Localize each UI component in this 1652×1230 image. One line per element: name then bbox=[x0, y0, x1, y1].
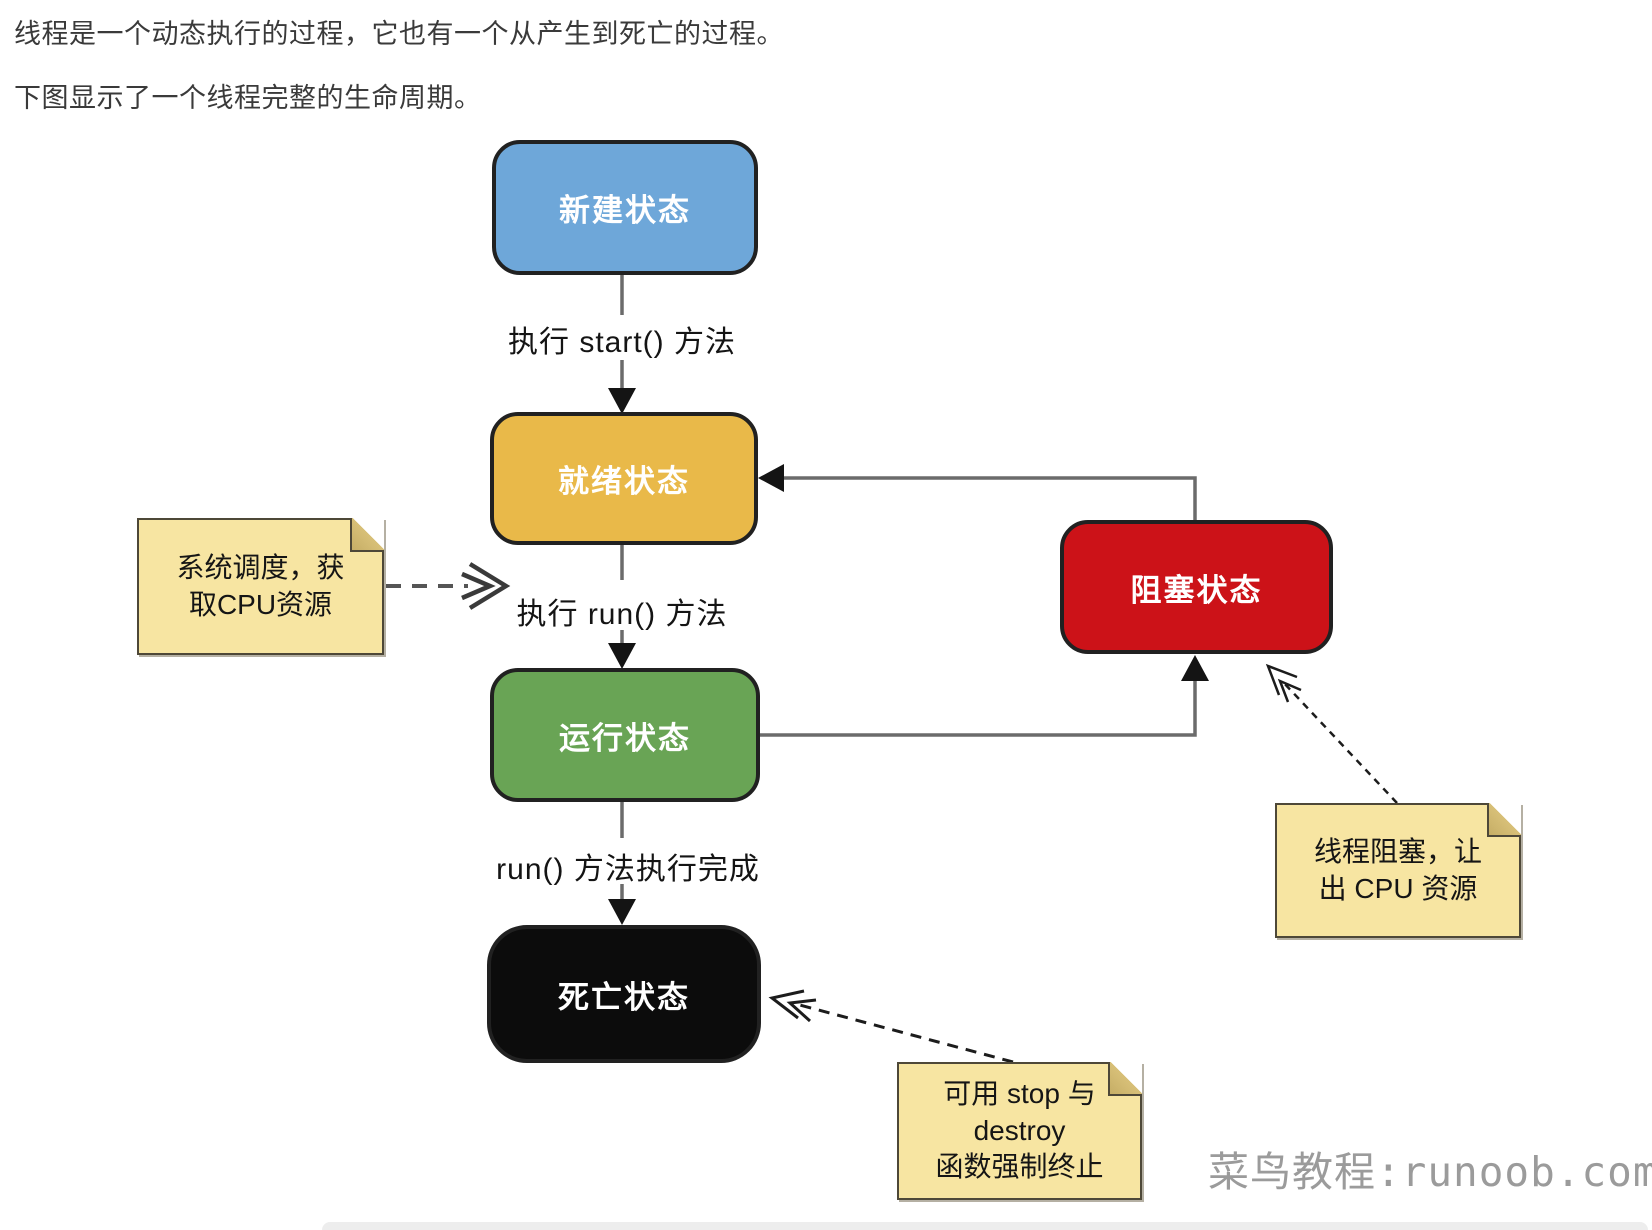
note-force-stop: 可用 stop 与 destroy 函数强制终止 bbox=[897, 1062, 1142, 1200]
state-node-running: 运行状态 bbox=[490, 668, 760, 802]
note-fold-corner bbox=[1108, 1062, 1142, 1096]
arrowhead-into-dead bbox=[608, 899, 636, 925]
dashed-line-cpu-release bbox=[1282, 681, 1398, 804]
arrowhead-into-running bbox=[608, 643, 636, 669]
state-label-blocked: 阻塞状态 bbox=[1130, 572, 1263, 608]
state-node-dead: 死亡状态 bbox=[487, 925, 761, 1063]
note-cpu-release-line-1: 线程阻塞，让 bbox=[1313, 835, 1482, 867]
dashed-arrowhead-cpu-release-inner bbox=[1277, 678, 1302, 703]
edge-blocked-to-ready bbox=[772, 476, 1197, 520]
arrowhead-into-blocked bbox=[1181, 655, 1209, 681]
edge-label-run-complete: run() 方法执行完成 bbox=[496, 853, 760, 886]
dashed-arrowhead-cpu-release-outer bbox=[1265, 663, 1298, 696]
note-force-stop-line-2: destroy bbox=[973, 1114, 1066, 1146]
note-fold-corner bbox=[350, 518, 384, 552]
dashed-arrowhead-force-stop-outer bbox=[768, 989, 805, 1020]
note-cpu-acquire-line-1: 系统调度，获 bbox=[176, 551, 345, 583]
dashed-arrowhead-force-stop-inner bbox=[786, 998, 817, 1023]
state-node-ready: 就绪状态 bbox=[490, 412, 758, 545]
intro-paragraph-1: 线程是一个动态执行的过程，它也有一个从产生到死亡的过程。 bbox=[14, 19, 784, 49]
intro-paragraph-2: 下图显示了一个线程完整的生命周期。 bbox=[14, 83, 482, 113]
state-label-ready: 就绪状态 bbox=[558, 464, 690, 499]
cutoff-code-panel-top bbox=[322, 1222, 1648, 1230]
state-label-running: 运行状态 bbox=[559, 720, 691, 756]
arrowhead-into-ready bbox=[608, 388, 636, 414]
state-label-dead: 死亡状态 bbox=[558, 979, 690, 1015]
edge-label-run-method: 执行 run() 方法 bbox=[516, 598, 728, 631]
note-cpu-release-line-2: 出 CPU 资源 bbox=[1318, 872, 1478, 904]
arrowhead-into-ready-right bbox=[758, 464, 784, 492]
state-node-blocked: 阻塞状态 bbox=[1060, 520, 1333, 654]
state-label-new: 新建状态 bbox=[559, 193, 691, 228]
edge-label-start-method: 执行 start() 方法 bbox=[508, 326, 736, 359]
note-fold-corner bbox=[1487, 803, 1521, 837]
dashed-arrowhead-cpu-acquire-outer bbox=[468, 562, 511, 610]
state-node-new: 新建状态 bbox=[492, 140, 758, 275]
runoob-watermark: 菜鸟教程:runoob.com bbox=[1208, 1148, 1652, 1196]
dashed-arrowhead-cpu-acquire-inner bbox=[461, 571, 496, 601]
note-cpu-release: 线程阻塞，让 出 CPU 资源 bbox=[1275, 803, 1521, 938]
dashed-line-force-stop bbox=[795, 1002, 1014, 1064]
note-cpu-acquire: 系统调度，获 取CPU资源 bbox=[137, 518, 384, 655]
note-force-stop-line-3: 函数强制终止 bbox=[935, 1151, 1104, 1183]
edge-running-to-blocked bbox=[760, 668, 1197, 737]
note-force-stop-line-1: 可用 stop 与 bbox=[943, 1077, 1096, 1109]
note-cpu-acquire-line-2: 取CPU资源 bbox=[188, 588, 333, 620]
